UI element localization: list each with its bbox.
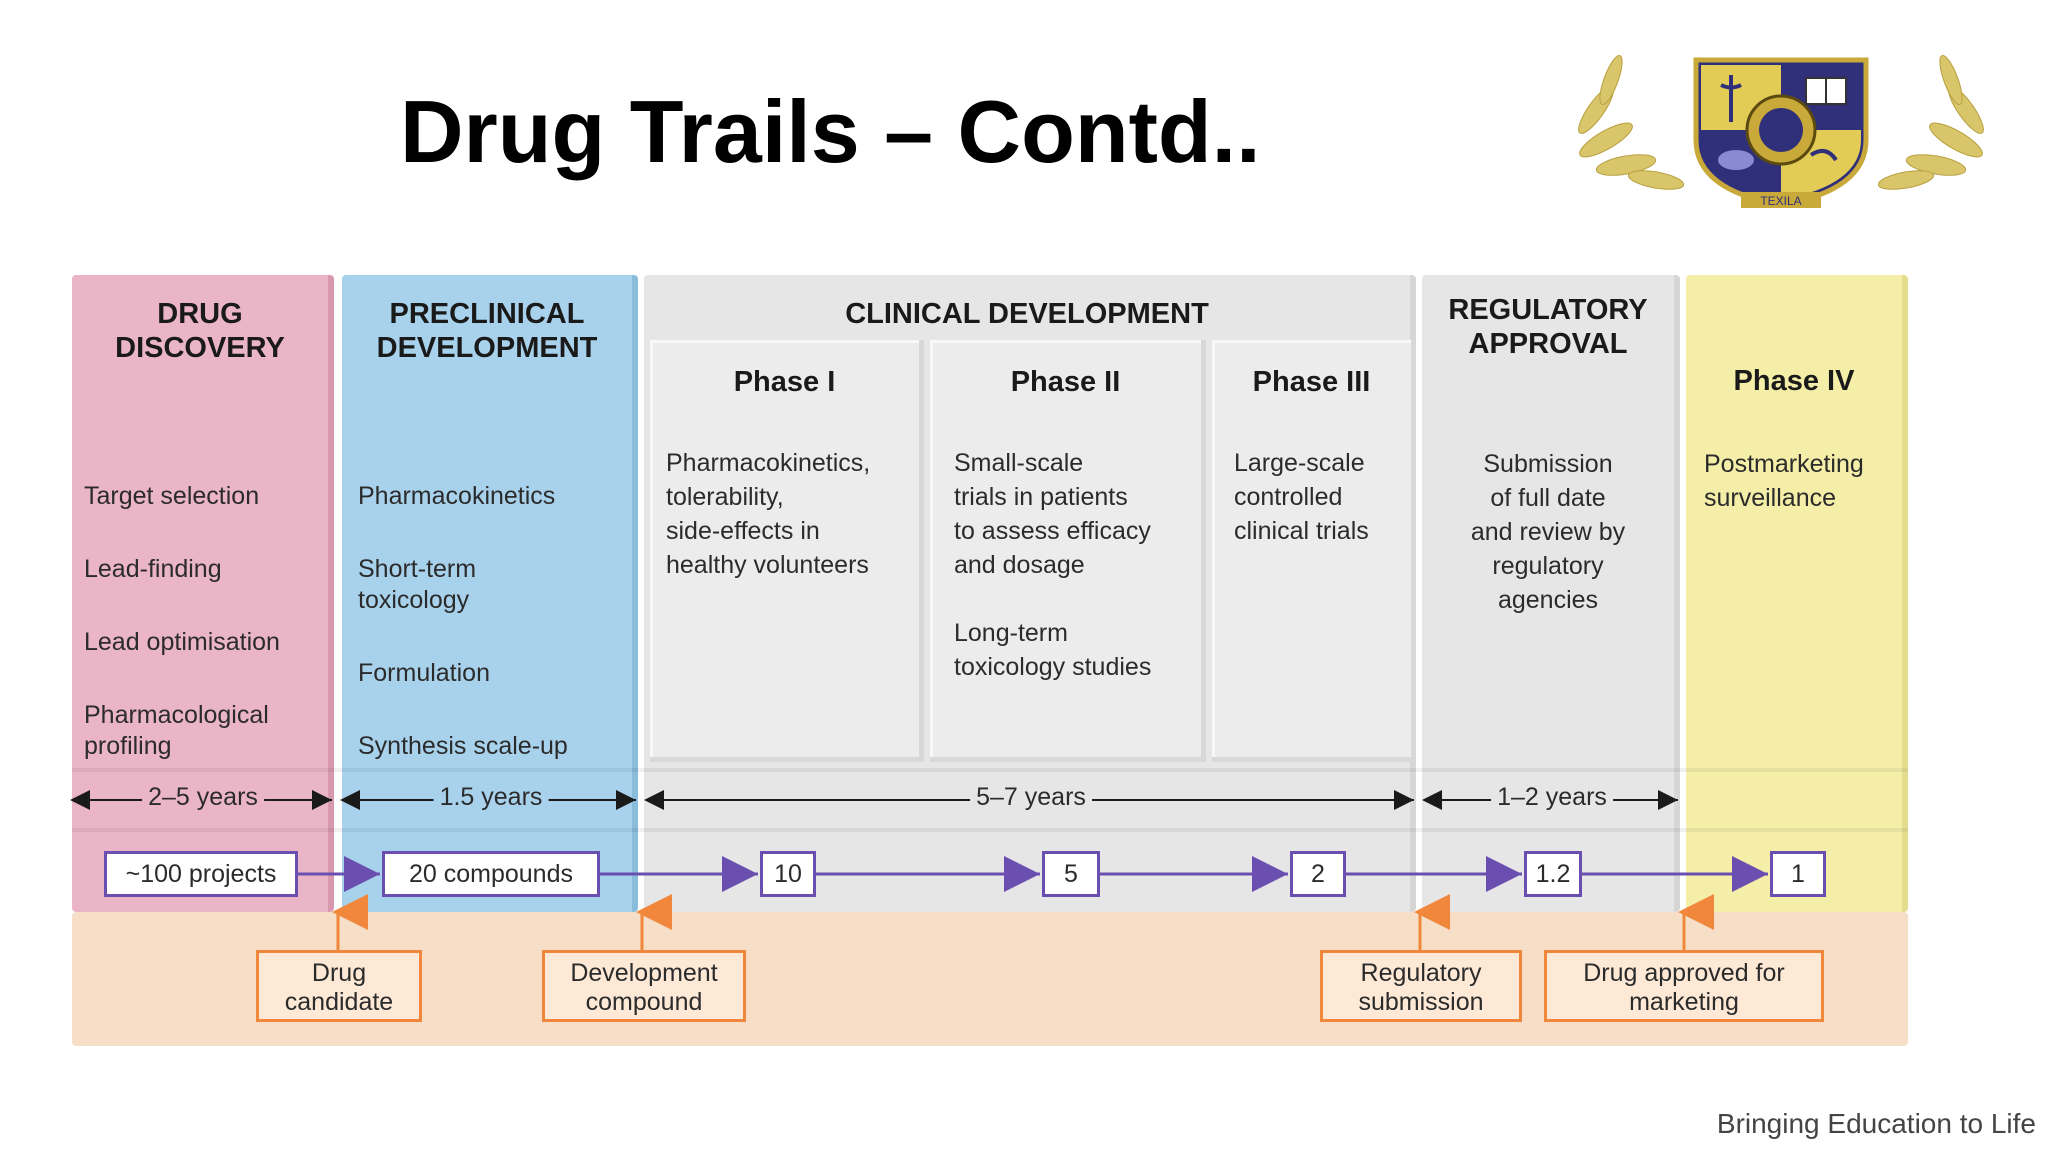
phase-2-title: Phase II bbox=[1010, 366, 1121, 398]
heading-preclinical: PRECLINICAL DEVELOPMENT bbox=[376, 298, 598, 364]
duration-discovery: 2–5 years bbox=[142, 783, 264, 812]
phase-3-box: Phase III Large-scale controlled clinica… bbox=[1212, 340, 1416, 762]
phase-3-title: Phase III bbox=[1252, 366, 1371, 398]
preclinical-item: Formulation bbox=[358, 659, 490, 687]
preclinical-items: Pharmacokinetics Short-term toxicology F… bbox=[358, 447, 568, 804]
duration-row bbox=[72, 768, 1908, 832]
discovery-items: Target selection Lead-finding Lead optim… bbox=[84, 447, 280, 804]
count-preclinical: 20 compounds bbox=[382, 851, 600, 897]
milestone-development-compound: Development compound bbox=[542, 950, 746, 1022]
phase-2-box: Phase II Small-scale trials in patients … bbox=[930, 340, 1206, 762]
duration-regulatory: 1–2 years bbox=[1491, 783, 1613, 812]
count-phase-2: 5 bbox=[1042, 851, 1100, 897]
count-regulatory: 1.2 bbox=[1524, 851, 1582, 897]
preclinical-item: Pharmacokinetics bbox=[358, 482, 556, 510]
duration-preclinical: 1.5 years bbox=[433, 783, 549, 812]
phase-1-box: Phase I Pharmacokinetics, tolerability, … bbox=[650, 340, 924, 762]
regulatory-text: Submission of full date and review by re… bbox=[1470, 450, 1626, 614]
discovery-item: Lead-finding bbox=[84, 555, 222, 583]
phase-3-text: Large-scale controlled clinical trials bbox=[1234, 449, 1369, 545]
milestone-drug-approved: Drug approved for marketing bbox=[1544, 950, 1824, 1022]
count-discovery: ~100 projects bbox=[104, 851, 298, 897]
duration-clinical: 5–7 years bbox=[970, 783, 1092, 812]
preclinical-item: Synthesis scale-up bbox=[358, 732, 568, 760]
milestone-regulatory-submission: Regulatory submission bbox=[1320, 950, 1522, 1022]
count-phase-1: 10 bbox=[760, 851, 816, 897]
milestone-drug-candidate: Drug candidate bbox=[256, 950, 422, 1022]
slide-title: Drug Trails – Contd.. bbox=[400, 82, 1261, 181]
tagline: Bringing Education to Life bbox=[1716, 1108, 2036, 1139]
count-phase-4: 1 bbox=[1770, 851, 1826, 897]
phase-4-text: Postmarketing surveillance bbox=[1704, 450, 1864, 512]
texila-crest-logo-icon: TEXILA bbox=[1578, 54, 1984, 208]
discovery-item: Target selection bbox=[84, 482, 260, 510]
preclinical-item: Short-term toxicology bbox=[358, 555, 477, 614]
heading-regulatory-approval: REGULATORY APPROVAL bbox=[1448, 294, 1648, 360]
discovery-item: Pharmacological profiling bbox=[84, 701, 269, 760]
phase-2-text: Small-scale trials in patients to assess… bbox=[954, 449, 1152, 681]
phase-1-text: Pharmacokinetics, tolerability, side-eff… bbox=[666, 449, 871, 579]
count-phase-3: 2 bbox=[1290, 851, 1346, 897]
logo-text: TEXILA bbox=[1760, 194, 1801, 208]
column-phase-4: Phase IV Postmarketing surveillance bbox=[1686, 275, 1908, 912]
discovery-item: Lead optimisation bbox=[84, 628, 280, 656]
phase-1-title: Phase I bbox=[733, 366, 836, 398]
phase-4-title: Phase IV bbox=[1733, 365, 1855, 397]
heading-drug-discovery: DRUG DISCOVERY bbox=[115, 298, 285, 364]
heading-clinical-development: CLINICAL DEVELOPMENT bbox=[845, 298, 1209, 330]
